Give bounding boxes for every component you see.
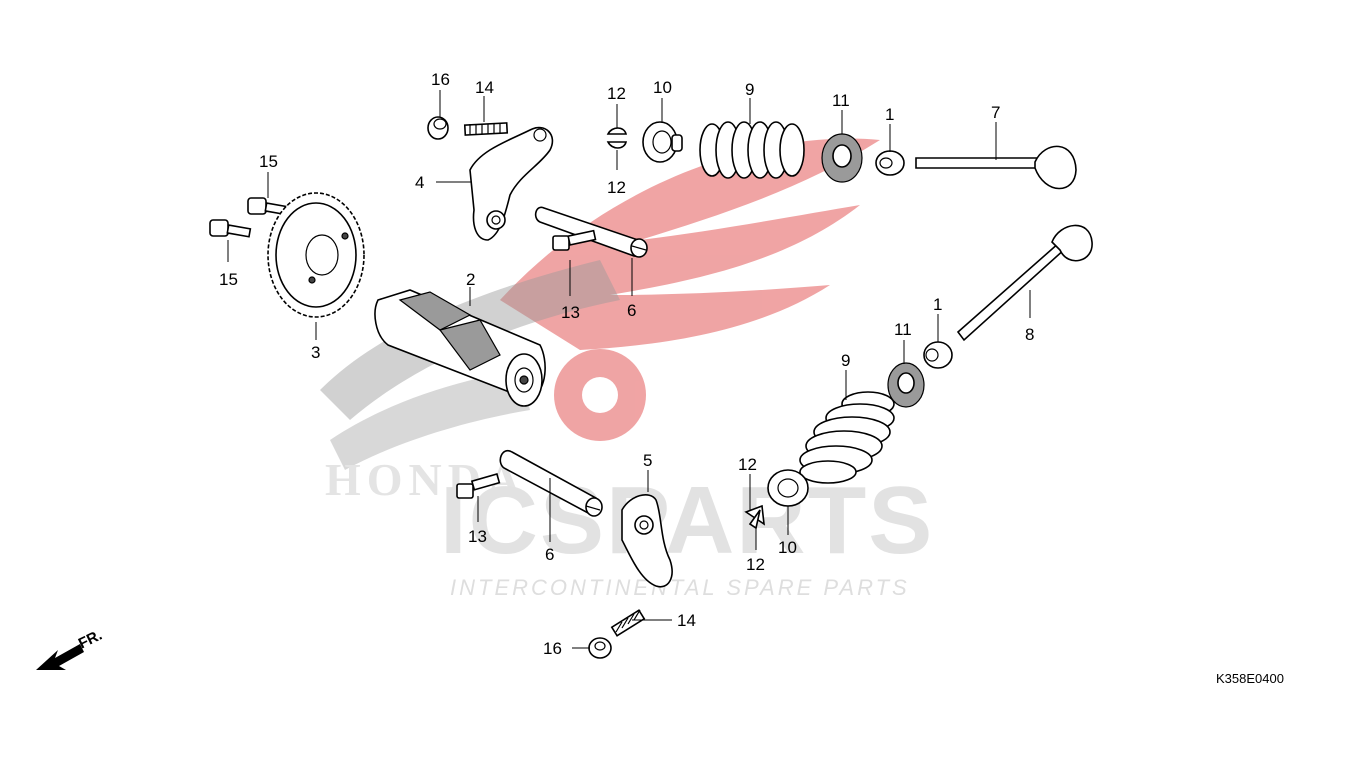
callout-6-top: 6 [627,301,636,320]
callout-12-bot-a: 12 [738,455,757,474]
part-14-stud-top [463,122,509,136]
callout-4: 4 [415,173,424,192]
part-4-rocker-arm-top [469,126,554,241]
callout-16-bot: 16 [543,639,562,658]
tagline-watermark: INTERCONTINENTAL SPARE PARTS [450,575,910,600]
part-2-camshaft [374,289,546,407]
callout-13-top: 13 [561,303,580,322]
front-direction-marker: FR. [36,627,105,670]
callout-11-mid: 11 [894,320,912,339]
part-9-spring-top [699,121,805,179]
icsparts-watermark: ICSPARTS [440,467,934,574]
callout-14-top: 14 [475,78,494,97]
part-12-cotter-bot [744,504,765,530]
part-9-spring-mid [799,391,895,484]
part-16-nut-bot [588,637,612,659]
part-3-cam-sprocket [267,192,365,318]
part-7-valve-top [915,145,1077,190]
callout-14-bot: 14 [677,611,696,630]
callout-7: 7 [991,103,1000,122]
part-11-retainer-mid [887,362,925,408]
callout-8: 8 [1025,325,1034,344]
part-10-seal-top [642,121,683,163]
part-5-rocker-arm-bot [621,494,673,588]
front-arrow-icon [36,644,84,670]
part-12-cotter-top [606,127,628,149]
part-11-retainer-top [821,133,863,183]
leader-lines [227,90,1031,649]
callout-13-bot: 13 [468,527,487,546]
callout-6-bot: 6 [545,545,554,564]
part-15-bolt-upper [247,197,290,216]
callout-12-top-a: 12 [607,84,626,103]
part-1-seat-top [875,150,905,176]
part-15-bolt-lower [209,219,252,238]
diagram-code: K358E0400 [1216,671,1284,686]
part-16-nut-top [427,116,449,140]
callout-1-mid: 1 [933,295,942,314]
callout-2: 2 [466,270,475,289]
callout-10-top: 10 [653,78,672,97]
part-13-bolt-bot [456,472,501,499]
callout-15-top: 15 [259,152,278,171]
part-1-seat-mid [923,341,953,369]
part-10-seal-bot [767,469,809,507]
callout-9-top: 9 [745,80,754,99]
honda-wing-watermark [500,138,880,441]
callout-3: 3 [311,343,320,362]
part-8-valve-mid [956,224,1093,342]
callout-1-top: 1 [885,105,894,124]
callout-10-bot: 10 [778,538,797,557]
part-14-stud-bot [610,609,646,637]
callout-12-bot-b: 12 [746,555,765,574]
part-13-bolt-top [552,229,597,251]
callout-16-top: 16 [431,70,450,89]
callout-11-top: 11 [832,91,850,110]
callout-15-bottom: 15 [219,270,238,289]
callout-9-mid: 9 [841,351,850,370]
callout-12-top-b: 12 [607,178,626,197]
callout-5: 5 [643,451,652,470]
